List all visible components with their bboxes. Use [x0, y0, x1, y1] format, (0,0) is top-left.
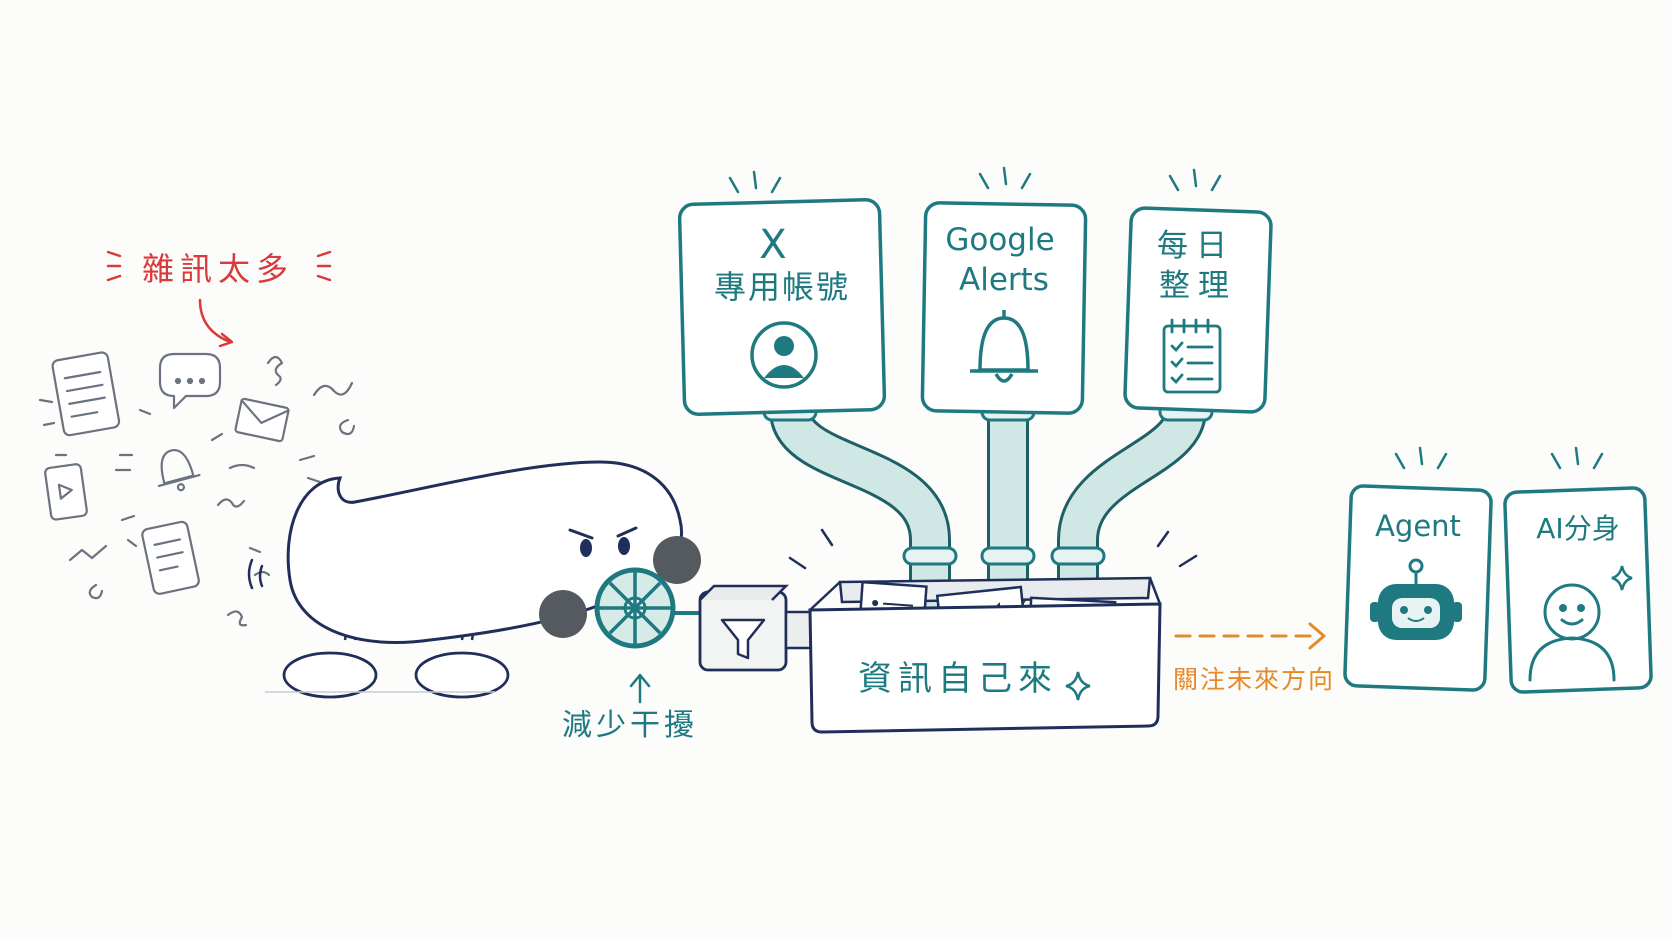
- reduce-label-group: 減少干擾: [562, 673, 698, 743]
- bell-icon: [970, 310, 1038, 383]
- card-title-line2: Alerts: [959, 262, 1049, 298]
- noise-label: 雜訊太多: [142, 250, 294, 288]
- pipes: [762, 389, 1214, 611]
- checklist-icon: [1162, 318, 1222, 394]
- output-card-agent: Agent: [1343, 484, 1493, 692]
- video-icon: [44, 463, 88, 521]
- info-tray: 資訊自己來: [788, 528, 1198, 734]
- sparkle-icon: [1065, 671, 1091, 701]
- left-eye: [580, 539, 592, 557]
- left-foot: [282, 651, 378, 699]
- mail-icon: [234, 397, 290, 443]
- document-icon: [51, 351, 121, 437]
- noise-label-group: 雜訊太多: [106, 250, 332, 348]
- output-card-ai-avatar: AI分身: [1503, 486, 1653, 694]
- noise-cloud: [38, 351, 356, 627]
- future-arrow: 關注未來方向: [1173, 622, 1335, 694]
- user-avatar-icon: [750, 321, 818, 389]
- right-foot: [414, 651, 510, 699]
- output-card-title: AI分身: [1536, 512, 1619, 545]
- reduce-label: 減少干擾: [562, 708, 698, 743]
- character: [247, 460, 701, 699]
- bell-icon: [157, 448, 201, 492]
- card-title-line1: X: [759, 222, 786, 268]
- chat-bubble-icon: [158, 352, 222, 410]
- sparkle-icon: [1611, 565, 1633, 591]
- funnel-icon: [720, 618, 766, 660]
- source-card-daily-summary: 每日 整理: [1123, 206, 1273, 414]
- source-card-x: X 專用帳號: [677, 198, 887, 416]
- right-eye: [618, 537, 630, 555]
- card-title-line1: 每日: [1157, 228, 1235, 264]
- robot-icon: [1370, 558, 1462, 640]
- right-hand: [653, 536, 701, 584]
- card-title-line2: 整理: [1159, 268, 1237, 304]
- filter-box: [698, 584, 818, 672]
- output-card-title: Agent: [1375, 509, 1461, 543]
- card-title-line1: Google: [945, 222, 1054, 258]
- noise-arrow: [198, 298, 232, 344]
- left-hand: [539, 590, 587, 638]
- source-card-google-alerts: Google Alerts: [920, 201, 1088, 415]
- future-label: 關注未來方向: [1173, 665, 1335, 694]
- person-icon: [1528, 583, 1616, 682]
- valve: [594, 567, 700, 649]
- document-icon: [141, 520, 200, 595]
- card-title-line2: 專用帳號: [714, 268, 850, 306]
- tray-label: 資訊自己來: [858, 659, 1058, 699]
